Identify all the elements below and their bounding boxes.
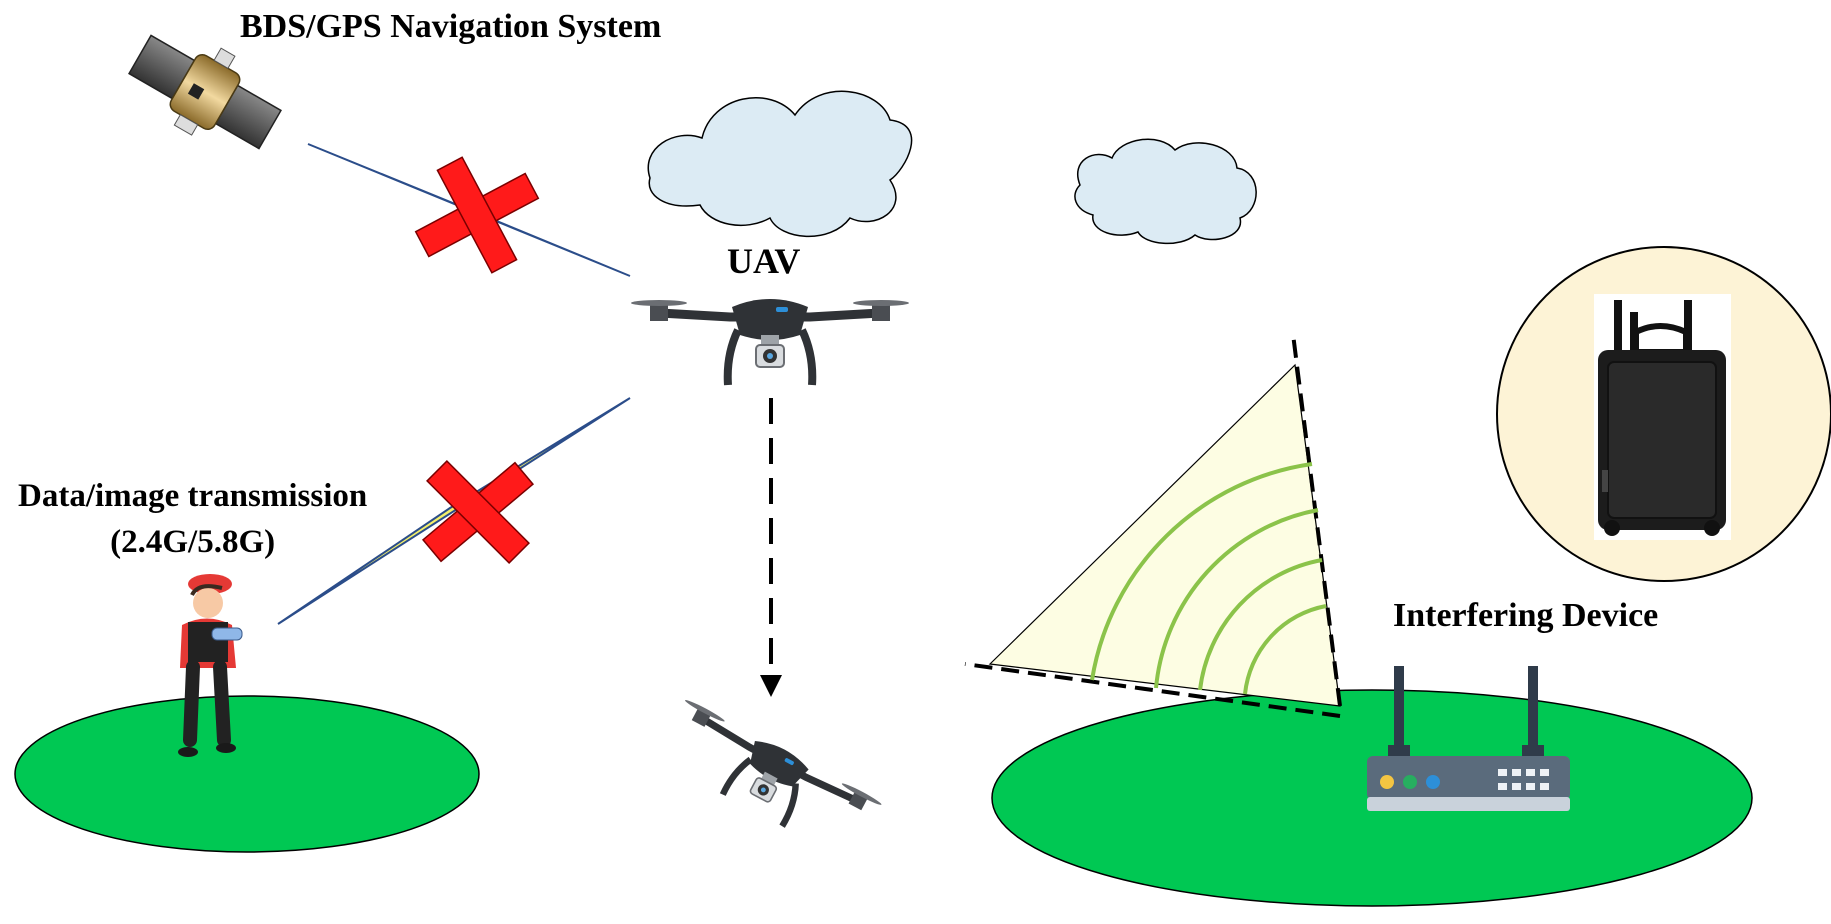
data-transmission-line1: Data/image transmission (18, 478, 368, 514)
operator-person-icon (178, 574, 243, 757)
ground-left (14, 695, 480, 853)
data-transmission-label: Data/image transmission (2.4G/5.8G) (18, 473, 367, 565)
interfering-device-label: Interfering Device (1393, 597, 1659, 634)
drone-icon (631, 299, 909, 385)
cloud-large (647, 90, 913, 238)
jammer-case-icon (1594, 294, 1731, 540)
descent-arrow-head (760, 675, 782, 697)
gps-blocked-x-icon (414, 156, 540, 274)
data-link-beam (277, 397, 631, 625)
data-link-blocked-x-icon (421, 460, 535, 564)
sector-edge-bottom (964, 662, 1341, 718)
router-icon (1367, 666, 1570, 811)
uav-label: UAV (727, 241, 801, 281)
sector-edge-top (1291, 333, 1342, 707)
navigation-system-label: BDS/GPS Navigation System (240, 8, 662, 45)
jamming-waves (1090, 462, 1327, 695)
data-transmission-line2: (2.4G/5.8G) (110, 524, 276, 560)
descending-drone-icon (654, 697, 883, 862)
cloud-small (1074, 138, 1257, 245)
satellite-icon (128, 34, 282, 150)
